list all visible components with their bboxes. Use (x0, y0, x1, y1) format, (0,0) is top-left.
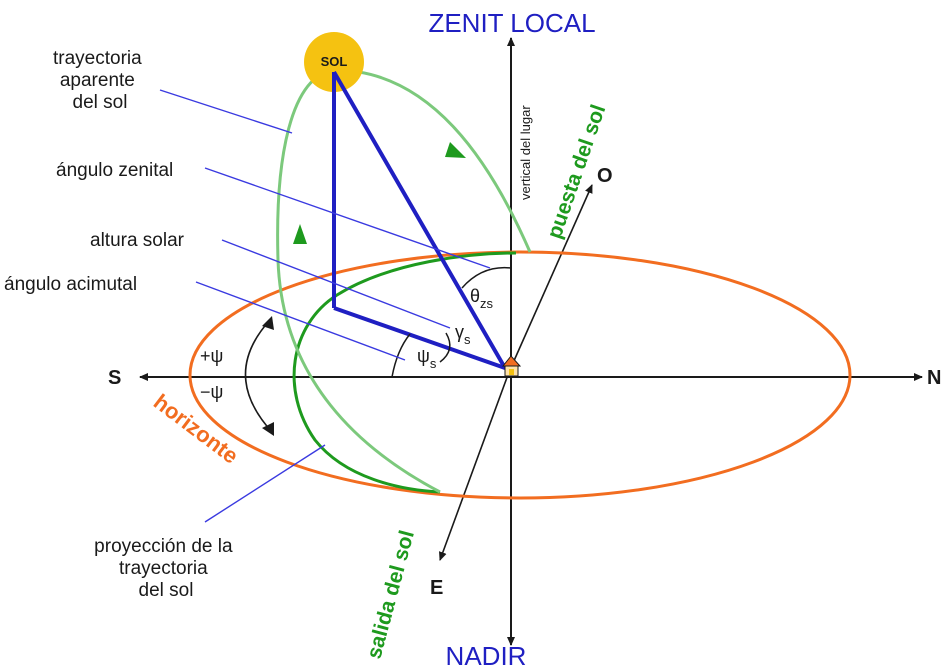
nadir-title: NADIR (446, 641, 527, 671)
north-label: N (927, 367, 941, 389)
leader-zenith-angle (204, 167, 491, 269)
minus-psi-label: −ψ (200, 382, 223, 402)
trajectory-label: trayectoria aparente del sol (53, 48, 147, 113)
zenith-angle-arc (461, 266, 512, 289)
psi-arc (244, 319, 273, 433)
psi-symbol: ψs (417, 346, 437, 371)
azimuth-angle-arc (391, 333, 411, 378)
leader-solar-height (221, 239, 451, 329)
altitude-angle-arc (439, 332, 451, 363)
west-axis (508, 184, 593, 373)
gamma-symbol: γs (455, 322, 471, 347)
trajectory-arrow-up (293, 224, 307, 244)
sun-projection-line (333, 306, 506, 370)
azimuth-angle-label: ángulo acimutal (4, 274, 137, 295)
trajectory-projection (292, 251, 517, 494)
vertical-label: vertical del lugar (518, 105, 533, 200)
solar-height-label: altura solar (90, 230, 185, 251)
theta-symbol: θzs (470, 286, 494, 311)
zenith-angle-label: ángulo zenital (56, 160, 173, 181)
leader-projection (204, 444, 326, 523)
sun-label: SOL (321, 54, 348, 69)
south-label: S (108, 367, 121, 389)
leader-azimuth (195, 281, 406, 361)
plus-psi-label: +ψ (200, 346, 223, 366)
east-label: E (430, 577, 443, 599)
projection-label: proyección de la trayectoria del sol (94, 536, 238, 601)
sun (304, 32, 364, 92)
psi-arrow-bottom (262, 422, 274, 436)
observer-house-icon (501, 355, 522, 377)
horizon-ellipse (188, 250, 852, 500)
west-label: O (597, 165, 613, 187)
sun-ray-line (332, 70, 507, 370)
leader-trajectory (159, 89, 293, 134)
trajectory-arrow-down (445, 142, 466, 158)
sunrise-label: salida del sol (363, 528, 419, 661)
zenith-title: ZENIT LOCAL (428, 8, 595, 38)
apparent-trajectory (276, 68, 532, 494)
psi-arrow-top (262, 316, 274, 330)
east-axis (439, 371, 510, 561)
